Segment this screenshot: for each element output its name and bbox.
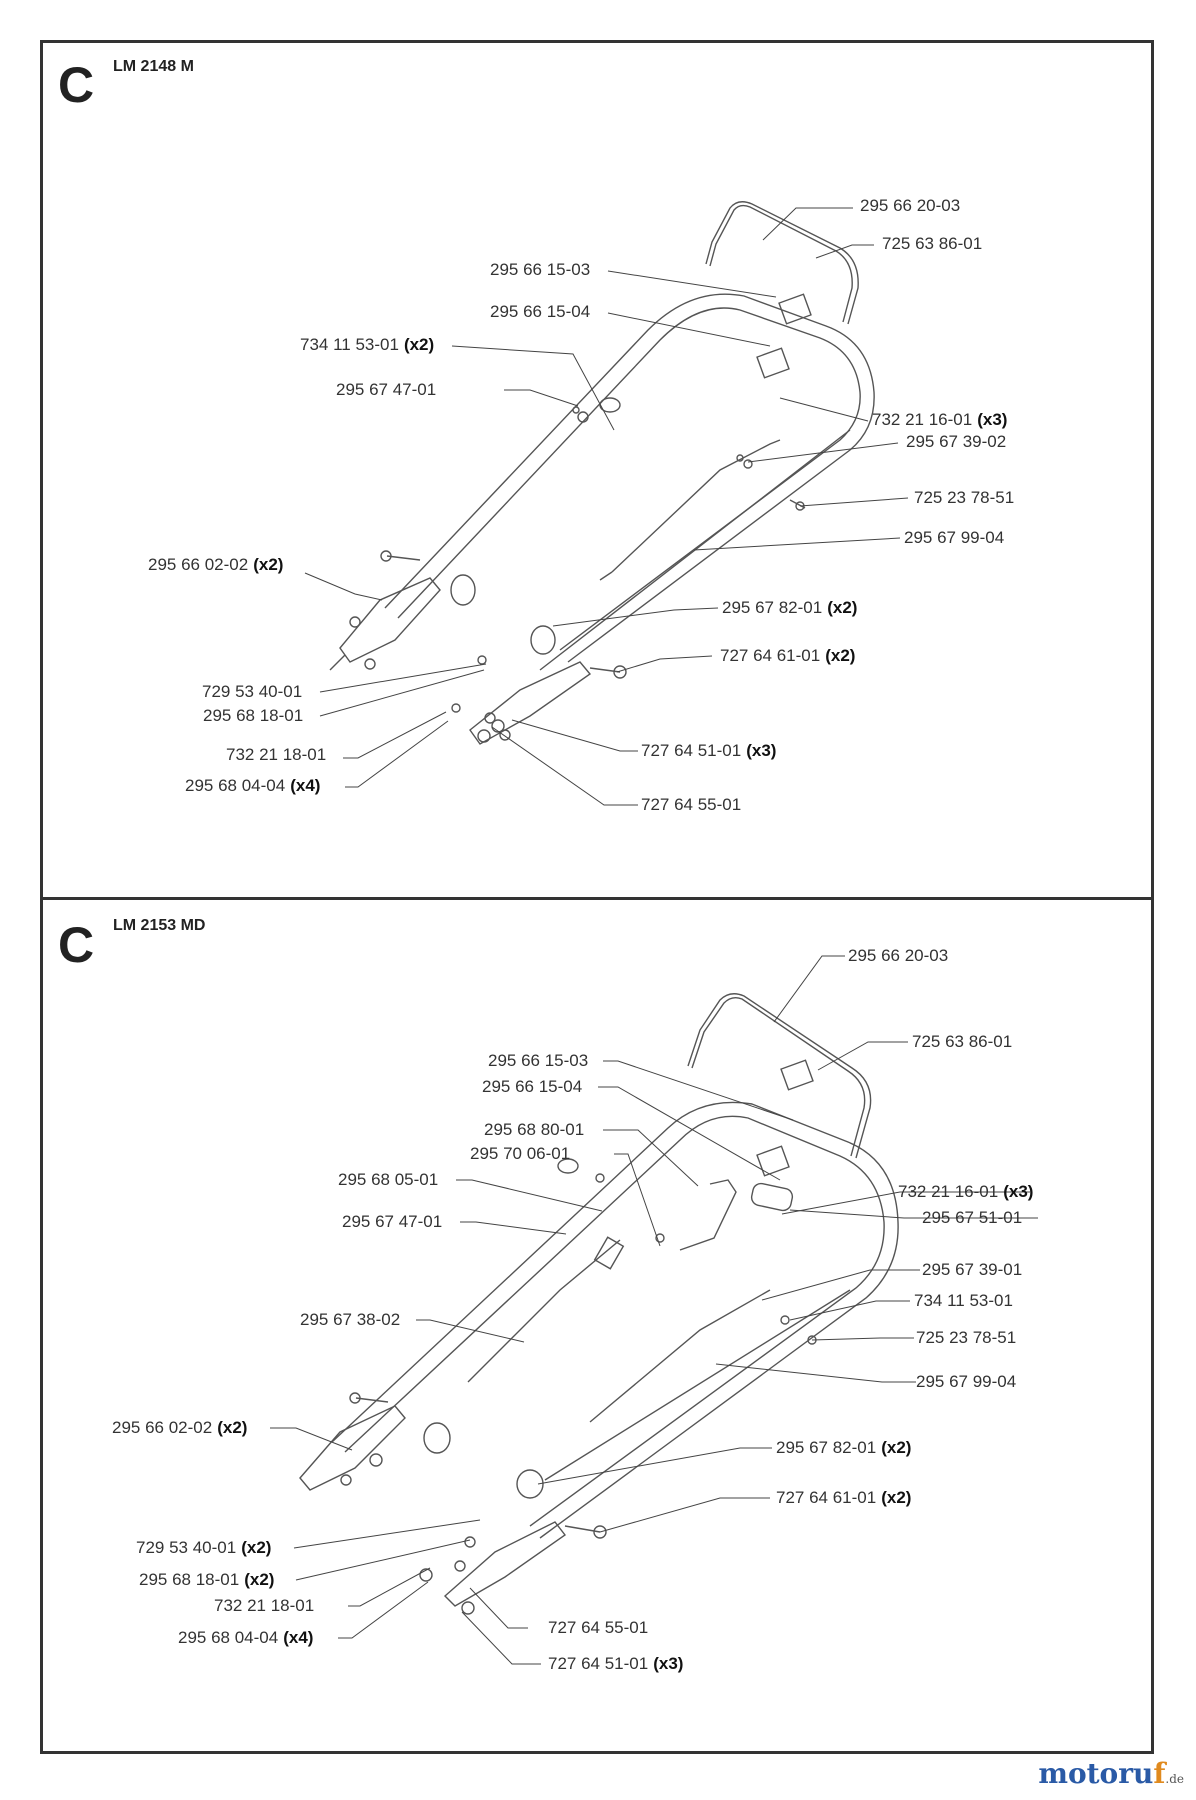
callout-label: 295 66 20-03 [848,946,949,965]
callout-label: 734 11 53-01(x2) [300,335,435,354]
section-1-letter: C [58,57,95,113]
callout-label: 295 66 02-02(x2) [148,555,284,574]
drive-lever [679,1179,737,1251]
lower-bracket-left-2 [299,1405,406,1491]
callout-label: 725 63 86-01 [882,234,983,253]
handle-left-tube-2 [344,1115,885,1527]
callout-label: 727 64 51-01(x3) [641,741,777,760]
lower-bracket-right-2 [443,1521,567,1607]
callout-label: 295 68 80-01 [484,1120,585,1139]
callout-label: 732 21 16-01(x3) [872,410,1008,429]
section-2-handle-assembly [299,993,899,1615]
section-2-letter: C [58,917,95,973]
callout-label: 295 67 47-01 [342,1212,443,1231]
callout-label: 732 21 18-01 [226,745,327,764]
callout-label: 295 68 18-01(x2) [139,1570,275,1589]
callout-label: 295 70 06-01 [470,1144,571,1163]
callout-label: 729 53 40-01 [202,682,303,701]
callout-label: 727 64 51-01(x3) [548,1654,684,1673]
callout-label: 725 23 78-51 [916,1328,1017,1347]
lower-bracket-left [339,577,441,663]
bail-bar [705,201,859,325]
callout-label: 732 21 16-01(x3) [898,1182,1034,1201]
section-1-model: LM 2148 M [113,58,194,75]
callout-label: 295 67 47-01 [336,380,437,399]
callout-label: 295 67 99-04 [904,528,1005,547]
lower-bracket-right [469,661,592,745]
callout-label: 295 66 20-03 [860,196,961,215]
callout-label: 295 67 39-02 [906,432,1007,451]
callout-label: 725 23 78-51 [914,488,1015,507]
section-2-leaders [270,955,1038,1665]
callout-label: 725 63 86-01 [912,1032,1013,1051]
callout-label: 295 68 05-01 [338,1170,439,1189]
callout-label: 295 66 02-02(x2) [112,1418,248,1437]
callout-label: 295 66 15-03 [488,1051,589,1070]
callout-label: 295 66 15-04 [490,302,591,321]
callout-label: 727 64 55-01 [548,1618,649,1637]
callout-label: 295 67 39-01 [922,1260,1023,1279]
callout-label: 734 11 53-01 [914,1291,1013,1310]
section-divider [40,897,1154,900]
callout-label: 727 64 61-01(x2) [776,1488,912,1507]
callout-label: 295 68 18-01 [203,706,304,725]
callout-label: 295 67 99-04 [916,1372,1017,1391]
callout-label: 295 66 15-04 [482,1077,583,1096]
callout-label: 295 67 82-01(x2) [776,1438,912,1457]
callout-label: 295 68 04-04(x4) [178,1628,314,1647]
callout-label: 729 53 40-01(x2) [136,1538,272,1557]
callout-label: 295 67 51-01 [922,1208,1023,1227]
callout-label: 295 68 04-04(x4) [185,776,321,795]
callout-label: 727 64 55-01 [641,795,742,814]
section-2-model: LM 2153 MD [113,917,206,934]
callout-label: 732 21 18-01 [214,1596,315,1615]
callout-label: 295 67 38-02 [300,1310,401,1329]
cable [611,439,781,573]
watermark-logo: motoruf.de [1038,1757,1184,1790]
section-1-leaders [304,207,909,806]
callout-label: 295 66 15-03 [490,260,591,279]
bail-bar-2 [687,993,872,1159]
callout-label: 295 67 82-01(x2) [722,598,858,617]
callout-label: 727 64 61-01(x2) [720,646,856,665]
